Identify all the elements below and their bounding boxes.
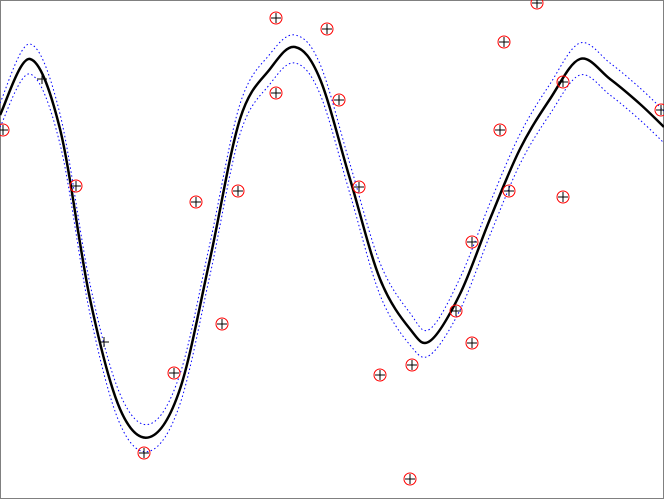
outlier-circle <box>189 195 203 209</box>
outlier-circle <box>137 446 151 460</box>
outlier-point <box>231 184 245 198</box>
outlier-point <box>497 35 511 49</box>
data-points-layer <box>0 0 664 486</box>
outlier-point <box>320 22 334 36</box>
outlier-point <box>493 123 507 137</box>
outlier-point <box>332 93 346 107</box>
fit-line <box>0 45 664 439</box>
outlier-circle <box>167 366 181 380</box>
outlier-circle <box>0 123 10 137</box>
outlier-point <box>465 336 479 350</box>
fit-line-layer <box>0 45 664 439</box>
outlier-circle <box>465 336 479 350</box>
outlier-point <box>530 0 544 10</box>
outlier-circle <box>320 22 334 36</box>
outlier-circle <box>654 103 664 117</box>
outlier-point <box>215 317 229 331</box>
outlier-point <box>69 179 83 193</box>
outlier-point <box>167 366 181 380</box>
outlier-point <box>269 86 283 100</box>
data-point <box>37 74 47 84</box>
outlier-point <box>352 180 366 194</box>
outlier-point <box>137 446 151 460</box>
outlier-circle <box>502 184 516 198</box>
outlier-point <box>269 11 283 25</box>
outlier-point <box>502 184 516 198</box>
data-point <box>99 337 109 347</box>
outlier-point <box>556 190 570 204</box>
outlier-circle <box>269 86 283 100</box>
outlier-circle <box>373 368 387 382</box>
outlier-point <box>0 123 10 137</box>
outlier-circle <box>556 190 570 204</box>
outlier-circle <box>449 304 463 318</box>
outlier-point <box>403 472 417 486</box>
outlier-circle <box>231 184 245 198</box>
outlier-circle <box>530 0 544 10</box>
outlier-point <box>654 103 664 117</box>
outlier-circle <box>493 123 507 137</box>
outlier-point <box>189 195 203 209</box>
outlier-circle <box>497 35 511 49</box>
outlier-circle <box>405 358 419 372</box>
outlier-point <box>405 358 419 372</box>
outlier-circle <box>352 180 366 194</box>
outlier-circle <box>69 179 83 193</box>
outlier-circle <box>556 75 570 89</box>
outlier-circle <box>332 93 346 107</box>
outlier-circle <box>269 11 283 25</box>
outlier-point <box>465 235 479 249</box>
outlier-point <box>373 368 387 382</box>
outlier-circle <box>465 235 479 249</box>
outlier-point <box>556 75 570 89</box>
outlier-point <box>449 304 463 318</box>
outlier-circle <box>215 317 229 331</box>
outlier-circle <box>403 472 417 486</box>
